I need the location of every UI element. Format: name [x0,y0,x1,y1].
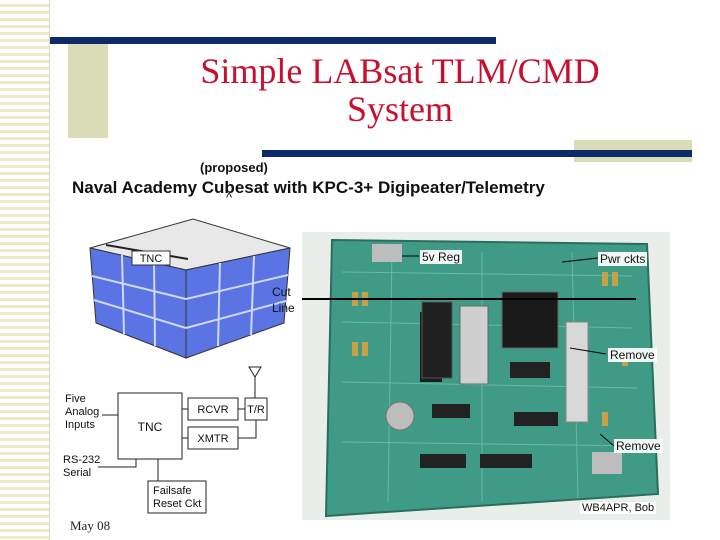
failsafe-block [147,480,207,514]
photo-credit: WB4APR, Bob [580,502,657,514]
connector-top [372,244,402,262]
inputs-label-2: Analog [65,406,99,418]
serial-label-1: RS-232 [63,454,100,466]
failsafe-label-1: Failsafe [153,485,192,497]
chip-cpu [501,291,559,349]
block-diagram: TNC Five Analog Inputs TNC RCVR T/R XMTR… [63,218,291,514]
rcvr-block-label: RCVR [197,404,228,416]
chip-eprom [459,305,489,385]
decorative-stripe [0,0,50,540]
chip-small-5 [480,454,532,468]
title-top-bar [50,37,496,44]
cut-line-label-1: Cut [272,285,291,299]
board-photo [302,232,670,520]
slide-title-line1: Simple LABsat TLM/CMD [200,51,600,91]
slide-title: Simple LABsat TLM/CMD System [150,52,650,128]
cube-right-face [185,247,291,359]
cube-tnc-label-box [131,250,171,266]
footer-date: May 08 [70,518,111,533]
figure-heading: Naval Academy Cubesat with KPC-3+ Digipe… [72,178,545,197]
slide-title-line2: System [346,89,453,129]
tnc-block [117,392,183,460]
inputs-label-3: Inputs [65,419,95,431]
chip-small-1 [510,362,550,378]
label-5v-reg: 5v Reg [420,250,463,264]
connector-bottom [592,452,622,474]
tnc-block-label: TNC [138,420,163,434]
chip-small-4 [420,454,466,468]
label-remove-1: Remove [608,348,657,362]
title-accent-block [68,40,108,138]
battery [385,401,415,431]
label-remove-2: Remove [614,439,663,453]
chip-ram [421,301,453,379]
chip-small-2 [432,404,470,418]
connector-db [565,321,589,423]
caret-mark: ^ [226,190,233,205]
xmtr-block-label: XMTR [197,433,228,445]
failsafe-label-2: Reset Ckt [153,498,201,510]
cut-line-label: Cut Line [272,284,295,316]
serial-label-2: Serial [63,467,91,479]
inputs-label-1: Five [65,393,86,405]
pcb-board [324,238,660,518]
label-pwr-ckts: Pwr ckts [598,252,648,266]
chip-small-3 [514,412,558,426]
antenna-icon [248,366,262,378]
title-bottom-bar-overlay [262,150,692,157]
cube-tnc-label: TNC [140,253,163,265]
tr-block-label: T/R [247,404,265,416]
proposed-label: (proposed) [200,160,268,175]
cut-line-label-2: Line [272,301,295,315]
